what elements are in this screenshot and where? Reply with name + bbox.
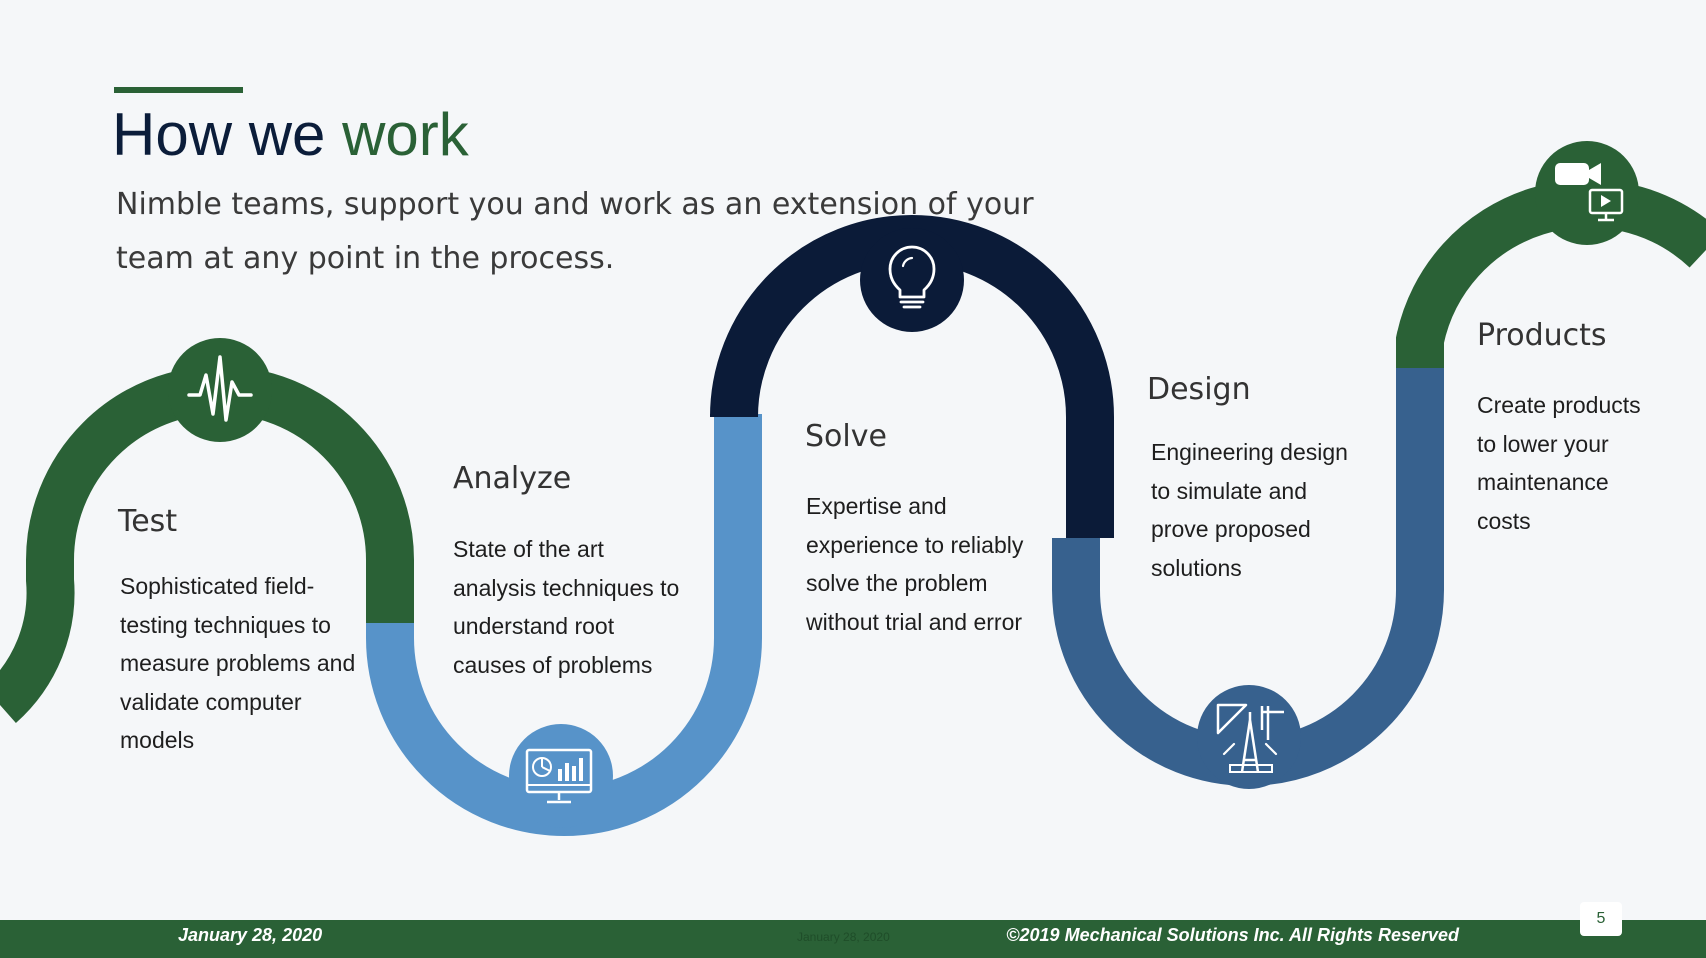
step-desc-solve: Expertise and experience to reliably sol… bbox=[806, 493, 1024, 635]
monitor-chart-icon bbox=[509, 724, 613, 828]
step-desc-analyze: State of the art analysis techniques to … bbox=[453, 536, 680, 678]
test-arc bbox=[0, 366, 414, 723]
step-title-test: Test bbox=[118, 504, 178, 539]
step-title-solve: Solve bbox=[805, 419, 887, 454]
footer-copyright: ©2019 Mechanical Solutions Inc. All Righ… bbox=[1006, 925, 1459, 945]
step-title-design: Design bbox=[1147, 372, 1251, 407]
footer-bar bbox=[0, 920, 1706, 958]
heartbeat-icon bbox=[168, 338, 272, 442]
step-desc-test: Sophisticated field-testing techniques t… bbox=[120, 573, 356, 753]
step-title-products: Products bbox=[1477, 318, 1607, 353]
step-title-analyze: Analyze bbox=[453, 461, 572, 496]
title-prefix: How we bbox=[112, 101, 343, 168]
lightbulb-icon bbox=[860, 228, 964, 332]
footer-ghost-date: January 28, 2020 bbox=[797, 930, 890, 944]
page-title: How we work bbox=[112, 100, 469, 170]
step-desc-products: Create products to lower your maintenanc… bbox=[1477, 392, 1641, 534]
step-desc-design: Engineering design to simulate and prove… bbox=[1151, 439, 1348, 581]
page-number: 5 bbox=[1580, 902, 1622, 936]
page-subtitle: Nimble teams, support you and work as an… bbox=[116, 187, 1034, 276]
video-camera-screen-icon bbox=[1535, 141, 1639, 245]
title-accent-bar bbox=[114, 87, 243, 93]
title-accent: work bbox=[342, 101, 469, 168]
products-arc bbox=[1396, 179, 1706, 368]
design-tools-icon bbox=[1197, 685, 1301, 789]
footer-date: January 28, 2020 bbox=[178, 925, 323, 945]
